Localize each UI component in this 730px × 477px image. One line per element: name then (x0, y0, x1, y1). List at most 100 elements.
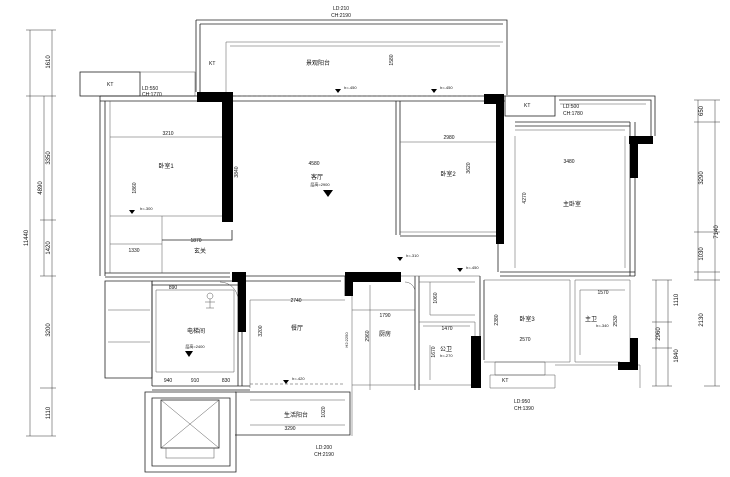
kt-left: KT (107, 82, 113, 88)
living-level-triangle (323, 190, 333, 197)
right-dimensions: 650 3290 1030 2130 7140 1110 2960 1840 (652, 99, 720, 387)
dining-level: h=-420 (292, 376, 305, 381)
dim-living-w: 4580 (308, 161, 319, 167)
master-bath-label: 主卫 (585, 315, 597, 323)
balcony-right-level-triangle (431, 89, 437, 93)
dining-level-triangle (283, 380, 289, 384)
right-lower-dim-1: 1110 (674, 293, 680, 306)
balcony-level-triangle (335, 89, 341, 93)
dim-lobby-seg1: 940 (164, 378, 173, 384)
ch-bottom: CH:2190 (314, 452, 334, 458)
left-dim-middle: 4890 (38, 181, 44, 195)
dim-master-depth: 4270 (522, 192, 528, 203)
dim-bedroom2-depth: 3620 (466, 162, 472, 173)
dim-master-w: 3480 (563, 159, 574, 165)
dim-kitchen-note: H2:2250 (344, 332, 349, 348)
bedroom2-label: 卧室2 (440, 170, 456, 178)
balcony-right-level: h=-450 (440, 85, 453, 90)
balcony-level: h=-450 (344, 85, 357, 90)
left-dim-3: 1420 (46, 241, 52, 255)
dim-pubbath-w: 1470 (441, 326, 452, 332)
bath-level: h=-450 (466, 265, 479, 270)
dim-closet-w: 1330 (128, 248, 139, 254)
kt-bottom: KT (502, 378, 508, 384)
ld-bottom-right: LD:950 (514, 399, 530, 405)
dim-bed3-w: 2570 (519, 337, 530, 343)
bed2-level-triangle (397, 257, 403, 261)
dim-kitchen-depth: 2960 (365, 330, 371, 341)
dining-room-label: 餐厅 (291, 324, 303, 332)
left-dimensions: 1610 3350 1420 3200 1110 4890 11440 (24, 29, 56, 437)
ld-left: LD:550 (142, 86, 158, 92)
bath-level-triangle (457, 268, 463, 272)
dim-masterbath-d: 2530 (613, 315, 619, 326)
elevator-level: 层高=2400 (185, 343, 205, 349)
right-dim-3: 1030 (699, 247, 705, 261)
left-dim-5: 1110 (46, 406, 52, 419)
kt-labels: KT KT KT KT (107, 61, 530, 384)
right-lower-dim-2: 2960 (656, 327, 662, 341)
right-dim-4: 2130 (699, 313, 705, 327)
dim-foyer-w: 1870 (190, 238, 201, 244)
ch-left: CH:1770 (142, 92, 162, 98)
ch-bottom-right: CH:1390 (514, 406, 534, 412)
left-dim-4: 3200 (46, 323, 52, 337)
dim-utility-d: 1020 (321, 406, 327, 417)
viewing-balcony-label: 景观阳台 (306, 59, 330, 67)
inner-dimensions: 1580 3210 3840 4580 2980 3620 3480 4270 … (128, 54, 619, 432)
bedroom3-label: 卧室3 (519, 315, 535, 323)
master-bath-level: h=-340 (596, 323, 609, 328)
ld-top: LD:210 (333, 6, 349, 12)
dim-lobby-seg3: 830 (222, 378, 231, 384)
dim-pubbath-d: 1670 (431, 346, 437, 357)
left-dim-1: 1610 (46, 55, 52, 69)
dim-corridor: 1060 (433, 292, 439, 303)
utility-balcony-label: 生活阳台 (284, 411, 308, 419)
ch-top: CH:2190 (331, 13, 351, 19)
dim-bed3-depth: 2380 (494, 314, 500, 325)
right-dim-1: 650 (699, 105, 705, 116)
fixture-sketch (205, 292, 215, 309)
dim-living-depth: 3840 (234, 166, 240, 177)
dim-masterbath-w: 1570 (597, 290, 608, 296)
ld-ch-notes: LD:210 CH:2190 LD:550 CH:1770 LD:500 CH:… (142, 6, 583, 458)
dim-kitchen-w: 1790 (379, 313, 390, 319)
living-room-label: 客厅 (311, 173, 323, 181)
room-labels: 景观阳台 卧室1 客厅 卧室2 主卧室 玄关 电梯间 餐厅 厨房 公卫 卧室3 … (158, 59, 597, 419)
right-lower-dim-3: 1840 (674, 349, 680, 363)
kt-right: KT (524, 103, 530, 109)
kt-top: KT (209, 61, 215, 67)
left-dim-2: 3350 (46, 151, 52, 165)
walls (79, 19, 656, 473)
dim-bedroom2-w: 2980 (443, 135, 454, 141)
ch-right: CH:1780 (563, 111, 583, 117)
left-dim-total: 11440 (24, 229, 30, 246)
bed2-level: h=-310 (406, 253, 419, 258)
structural-columns (197, 92, 653, 388)
dim-dining-depth: 3200 (258, 325, 264, 336)
master-bedroom-label: 主卧室 (563, 200, 581, 208)
kitchen-label: 厨房 (379, 330, 391, 338)
public-bath-label: 公卫 (440, 346, 452, 353)
dim-bedroom1-w: 3210 (162, 131, 173, 137)
elevator-hall-label: 电梯间 (187, 327, 205, 335)
right-dim-2: 3290 (699, 171, 705, 185)
dim-lobby-seg2: 910 (191, 378, 200, 384)
dim-bedroom1-depth: 1860 (132, 182, 138, 193)
dim-balcony-depth: 1580 (389, 54, 395, 65)
ld-right: LD:500 (563, 104, 579, 110)
bedroom1-level-triangle (129, 210, 135, 214)
level-marks: 层高=2900 层高=2400 h=-300 h=-450 h=-450 h=-… (129, 85, 609, 384)
right-dim-total: 7140 (714, 225, 720, 239)
dim-dining-w: 2740 (290, 298, 301, 304)
ld-bottom: LD:200 (316, 445, 332, 451)
bedroom1-level: h=-300 (140, 206, 153, 211)
foyer-label: 玄关 (194, 247, 206, 255)
public-bath-level: h=-270 (440, 353, 453, 358)
bedroom1-label: 卧室1 (158, 162, 174, 170)
dim-utility-w: 3290 (284, 426, 295, 432)
dim-elevator-w: 890 (169, 285, 178, 291)
elevator-level-triangle (185, 351, 193, 357)
living-level: 层高=2900 (310, 181, 330, 187)
